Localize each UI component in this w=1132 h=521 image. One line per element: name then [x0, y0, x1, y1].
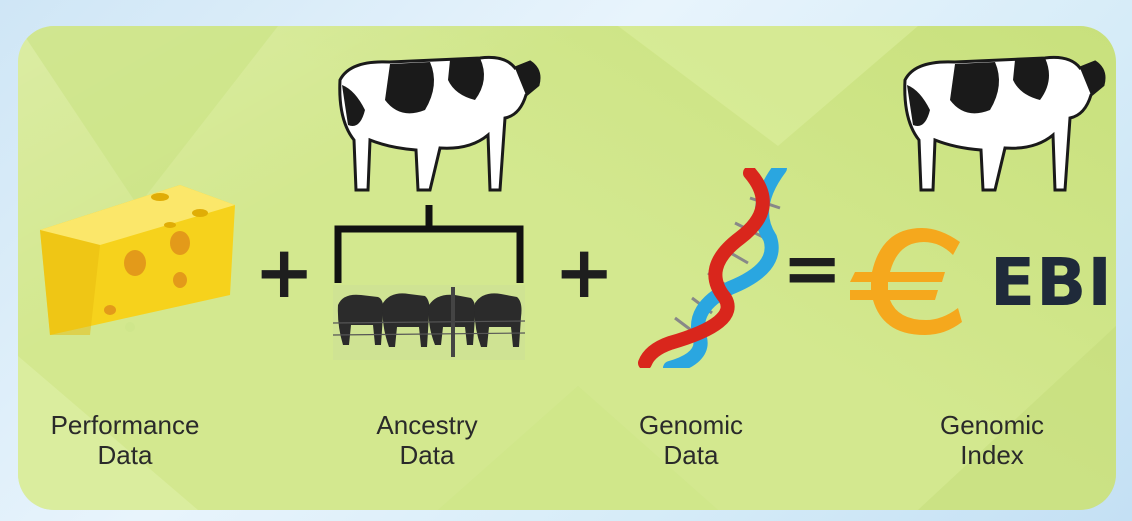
label-line-2: Data	[399, 440, 455, 470]
cheese-icon	[40, 185, 235, 335]
label-ancestry-data: Ancestry Data	[327, 410, 527, 470]
label-genomic-index: Genomic Index	[892, 410, 1092, 470]
family-tree-bracket-icon	[334, 205, 524, 283]
plus-operator-1: +	[254, 230, 315, 314]
label-line-2: Data	[97, 440, 153, 470]
label-performance-data: Performance Data	[25, 410, 225, 470]
label-line-1: Genomic	[638, 410, 744, 440]
label-line-2: Index	[960, 440, 1024, 470]
dna-helix-icon	[638, 168, 787, 368]
equals-operator: =	[782, 226, 843, 310]
background-facets	[18, 26, 1116, 510]
holstein-cow-icon	[338, 56, 541, 192]
label-line-2: Data	[663, 440, 719, 470]
label-genomic-data: Genomic Data	[591, 410, 791, 470]
label-line-1: Performance	[50, 410, 200, 440]
herd-of-cattle-icon	[333, 285, 525, 360]
ebi-label: EBI	[990, 244, 1113, 321]
label-line-1: Ancestry	[376, 410, 478, 440]
holstein-cow-icon	[903, 56, 1106, 192]
plus-operator-2: +	[554, 230, 615, 314]
euro-sign-icon	[850, 228, 962, 335]
label-line-1: Genomic	[939, 410, 1045, 440]
